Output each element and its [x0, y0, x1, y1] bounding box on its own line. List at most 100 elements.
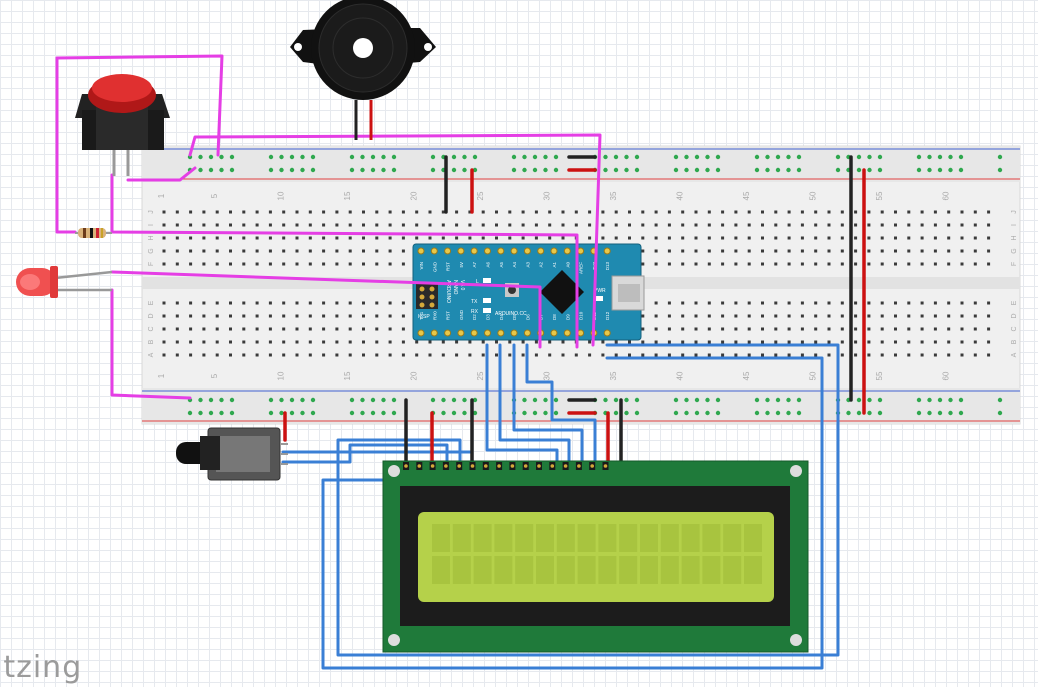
row-letter-label: D	[1011, 313, 1018, 318]
led-pwr-icon	[595, 296, 603, 301]
microcontroller-chip	[540, 270, 584, 314]
wire-blue-2	[498, 343, 571, 468]
lcd-screen	[418, 512, 774, 602]
nano-pin-label: GND	[432, 261, 437, 272]
row-letter-label: B	[1011, 339, 1018, 344]
row-letter-label: H	[148, 235, 155, 240]
column-number-label: 45	[742, 371, 751, 380]
icsp-label: ICSP	[418, 314, 430, 320]
column-number-label: 60	[942, 371, 951, 380]
column-number-label: 50	[809, 371, 818, 380]
nano-pin-label: A1	[552, 262, 557, 268]
row-letter-label: J	[148, 210, 155, 214]
led-rx-icon	[483, 308, 491, 313]
wire-magenta-1	[55, 54, 224, 157]
led-tx-icon	[483, 298, 491, 303]
wire-magenta-2	[55, 56, 77, 234]
column-number-label: 25	[476, 191, 485, 200]
row-letter-label: C	[1011, 326, 1018, 331]
wire-blue-3	[512, 343, 584, 468]
lcd-character-cells	[432, 524, 762, 584]
nano-pin-label: A5	[499, 262, 504, 268]
led-label-tx: TX	[471, 299, 478, 305]
led-label-pwr: PWR	[594, 288, 606, 294]
wire-blue-8	[281, 443, 449, 468]
column-number-label: 25	[476, 371, 485, 380]
row-letter-label: B	[148, 339, 155, 344]
row-letter-label: D	[148, 313, 155, 318]
wire-magenta-4	[126, 166, 197, 182]
nano-pin-label: TX1	[419, 311, 424, 320]
led-label-rx: RX	[471, 309, 479, 315]
column-number-label: 60	[942, 191, 951, 200]
lcd-header-pins	[403, 462, 609, 470]
row-letter-label: A	[1011, 352, 1018, 357]
nano-pin-label: GND	[459, 309, 464, 320]
column-number-label: 5	[210, 373, 219, 378]
pushbutton-icon	[75, 74, 170, 176]
wires	[55, 54, 866, 670]
column-number-label: 5	[210, 193, 219, 198]
nano-pin-label: A2	[539, 262, 544, 268]
column-number-label: 10	[277, 191, 286, 200]
nano-pin-label: D10	[579, 311, 584, 320]
nano-pin-label: D6	[525, 314, 530, 320]
column-number-label: 15	[343, 371, 352, 380]
nano-pin-label: VIN	[419, 262, 424, 270]
column-number-label: 50	[809, 191, 818, 200]
nano-pin-label: A6	[486, 262, 491, 268]
watermark: itzing	[0, 650, 83, 685]
column-number-label: 35	[609, 371, 618, 380]
row-letter-label: C	[148, 326, 155, 331]
nano-brand: ARDUINO.CC	[495, 311, 527, 317]
row-letter-label: J	[1011, 210, 1018, 214]
wire-magenta-5	[110, 173, 579, 349]
row-letter-label: I	[1011, 224, 1018, 226]
icsp-header	[416, 283, 438, 309]
red-led-icon	[16, 266, 113, 298]
row-letter-label: E	[1011, 300, 1018, 305]
nano-pin-label: D12	[605, 311, 610, 320]
breadboard: 1155101015152020252530303535404045455050…	[141, 145, 1021, 425]
breadboard-labels: 1155101015152020252530303535404045455050…	[148, 191, 1018, 380]
column-number-label: 40	[676, 371, 685, 380]
led-label-l: L	[476, 279, 479, 285]
wire-magenta-7	[110, 288, 192, 400]
nano-pin-label: RST	[446, 262, 451, 271]
row-letter-label: I	[148, 224, 155, 226]
row-letter-label: G	[1011, 248, 1018, 253]
nano-pin-label: D9	[565, 314, 570, 320]
lcd-display	[382, 460, 809, 653]
nano-model: NANO	[452, 280, 458, 295]
wire-blue-1	[485, 343, 559, 468]
column-number-label: 1	[157, 373, 166, 378]
column-number-label: 10	[277, 371, 286, 380]
row-letter-label: F	[1011, 262, 1018, 266]
nano-pin-label: A0	[565, 262, 570, 268]
column-number-label: 55	[875, 371, 884, 380]
wire-blue-4	[525, 343, 597, 468]
wire-blue-5	[336, 343, 840, 657]
nano-pin-label: D5	[512, 314, 517, 320]
potentiometer-icon	[176, 427, 288, 481]
buzzer-icon	[290, 0, 436, 140]
nano-pin-label: D2	[472, 314, 477, 320]
nano-pin-label: 5V	[459, 262, 464, 268]
column-number-label: 15	[343, 191, 352, 200]
row-letter-label: G	[148, 248, 155, 253]
column-number-label: 35	[609, 191, 618, 200]
row-letter-label: A	[148, 352, 155, 357]
nano-pin-label: D13	[605, 262, 610, 271]
column-number-label: 1	[157, 193, 166, 198]
row-letter-label: H	[1011, 235, 1018, 240]
nano-pin-label: A3	[525, 262, 530, 268]
column-number-label: 30	[543, 191, 552, 200]
nano-pin-label: RX0	[432, 311, 437, 320]
row-letter-label: E	[148, 300, 155, 305]
nano-pin-label: A4	[512, 262, 517, 268]
column-number-label: 40	[676, 191, 685, 200]
nano-pin-label: D8	[552, 314, 557, 320]
wire-magenta-3	[188, 133, 602, 347]
